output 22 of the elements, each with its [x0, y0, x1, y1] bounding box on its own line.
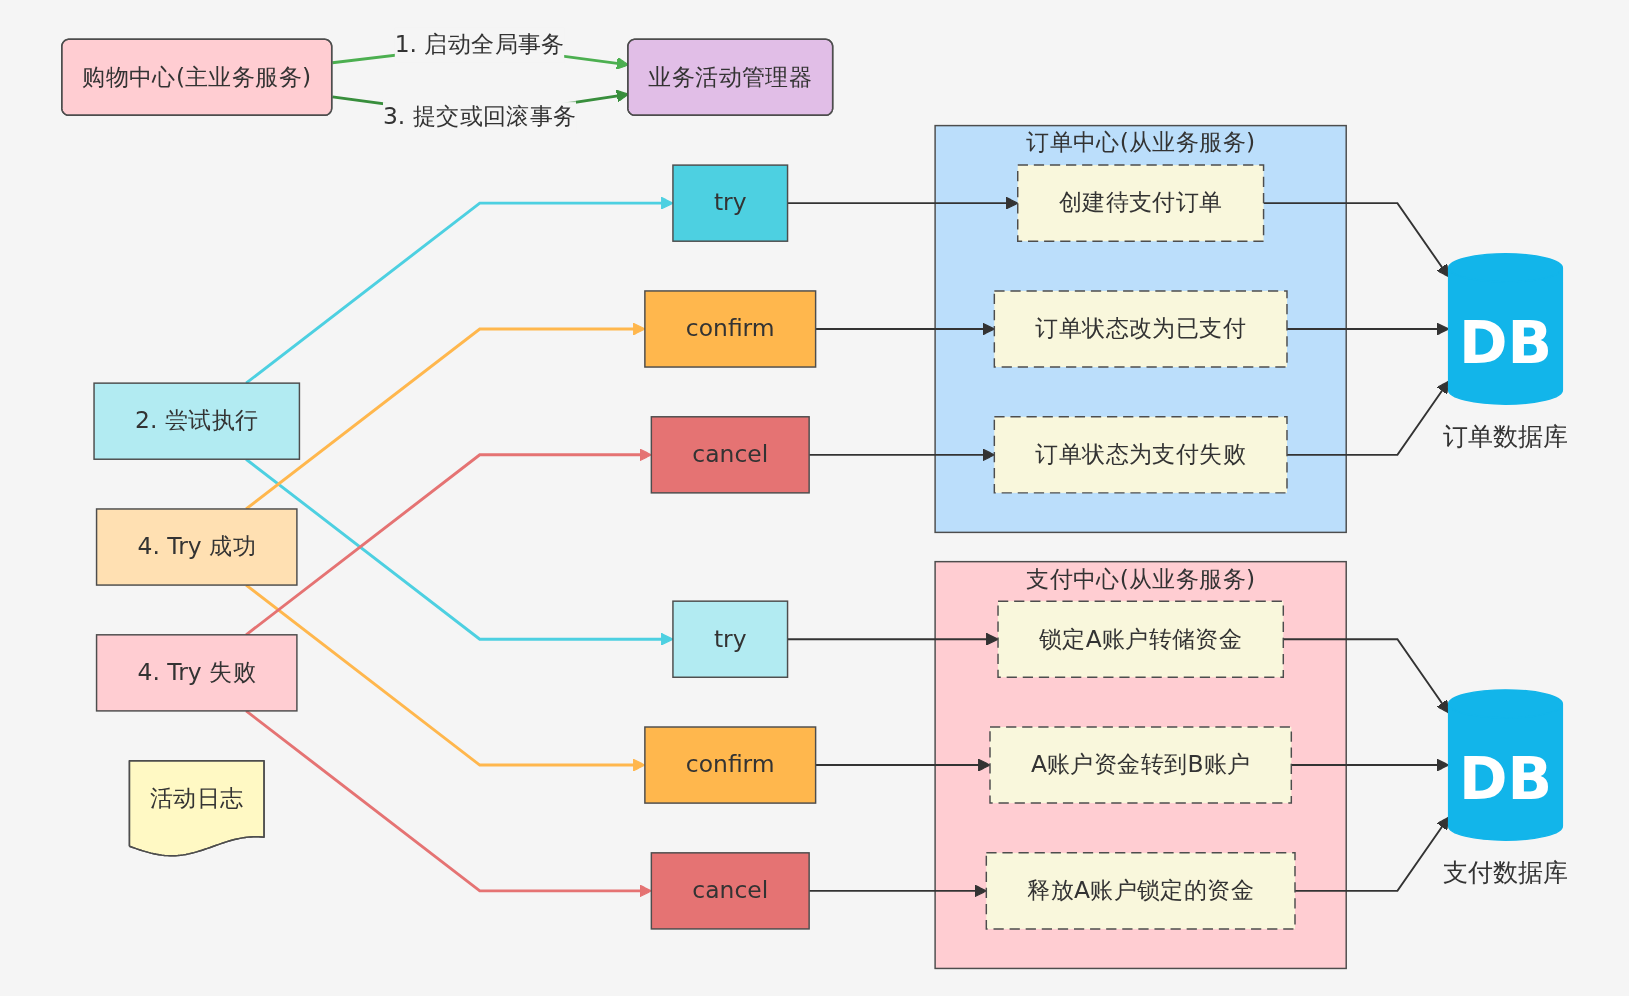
node-box: confirm	[644, 726, 817, 804]
node-box: 锁定A账户转储资金	[997, 600, 1284, 678]
node-box: 创建待支付订单	[1017, 164, 1265, 242]
node-box: 释放A账户锁定的资金	[985, 852, 1296, 930]
arrow	[245, 709, 652, 898]
node-box: A账户资金转到B账户	[989, 726, 1293, 804]
node-box: confirm	[644, 290, 817, 368]
node-box: try	[672, 164, 789, 242]
node-box: 4. Try 失败	[95, 634, 298, 712]
node-box: cancel	[650, 852, 810, 930]
edge-label: 3. 提交或回滚事务	[382, 102, 577, 130]
node-box: 2. 尝试执行	[93, 382, 301, 460]
edge-label: 1. 启动全局事务	[394, 30, 565, 59]
node-caption: 订单数据库	[1443, 422, 1568, 452]
arrow	[1286, 380, 1450, 456]
node-box: try	[672, 600, 789, 678]
arrow	[1286, 322, 1450, 336]
node-box: 4. Try 成功	[95, 508, 298, 586]
node-box: cancel	[650, 416, 810, 494]
node-box: 订单状态为支付失败	[993, 416, 1288, 494]
node-box: 订单状态改为已支付	[993, 290, 1288, 368]
node-caption: 支付数据库	[1443, 858, 1568, 888]
